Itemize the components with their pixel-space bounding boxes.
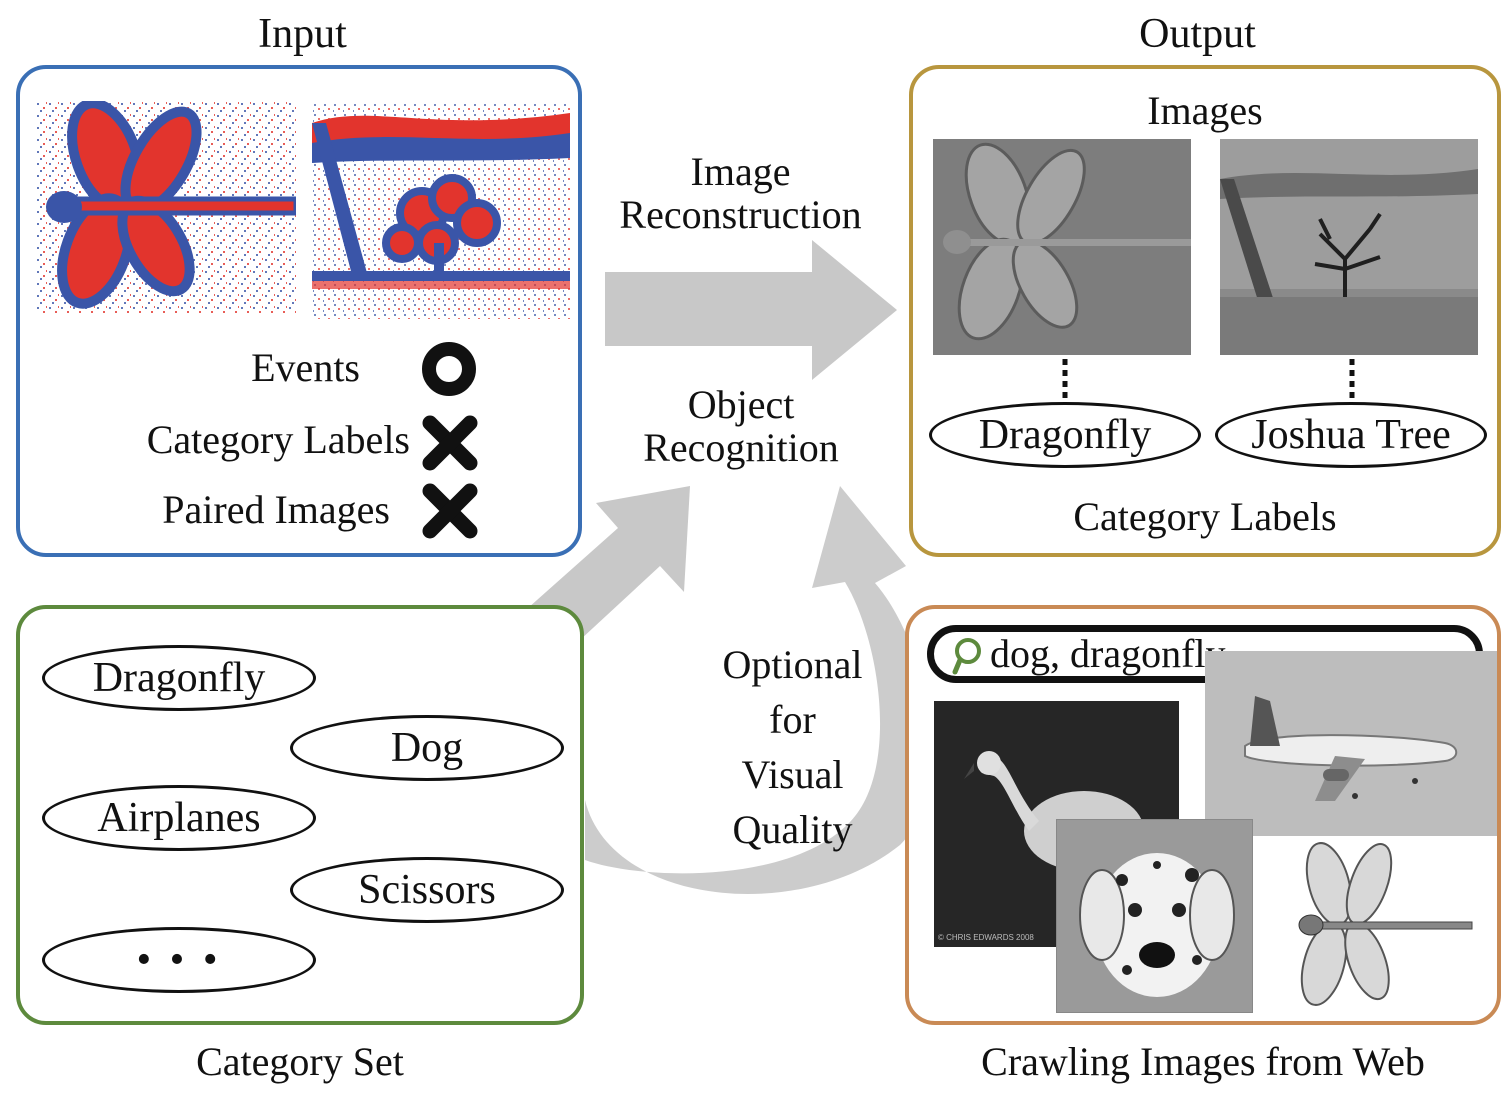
object-recognition-label: Object Recognition: [643, 382, 839, 470]
search-icon: [952, 638, 981, 675]
images-heading: Images: [1147, 88, 1263, 133]
web-crawling-panel: dog, dragonfly, ··· © CHRIS EDWARDS 2008: [905, 605, 1501, 1025]
dotted-connector: [1062, 359, 1068, 399]
reconstructed-image-dragonfly: [933, 139, 1191, 355]
web-crawling-caption: Crawling Images from Web: [981, 1039, 1425, 1084]
output-title: Output: [1139, 11, 1256, 57]
output-panel: Images Dragonfl: [909, 65, 1501, 557]
input-title: Input: [258, 11, 347, 57]
category-set-panel: Dragonfly Dog Airplanes Scissors • • •: [16, 605, 584, 1025]
web-image-dalmatian: [1056, 819, 1253, 1013]
optional-visual-quality-label: Optional for Visual Quality: [722, 642, 863, 852]
web-image-dragonfly-drawing: [1289, 839, 1479, 1011]
category-item-scissors: Scissors: [290, 857, 564, 923]
output-label-joshua-tree: Joshua Tree: [1215, 402, 1487, 468]
category-item-more: • • •: [42, 927, 316, 993]
category-item-dragonfly: Dragonfly: [42, 645, 316, 711]
event-image-dragonfly: [36, 101, 296, 313]
dotted-connector: [1349, 359, 1355, 399]
web-image-airplane: [1205, 651, 1497, 836]
cross-icon: [422, 483, 478, 539]
cross-icon: [422, 415, 478, 471]
photo-credit: © CHRIS EDWARDS 2008: [938, 933, 1034, 942]
category-labels-caption: Category Labels: [1073, 494, 1337, 539]
reconstruction-arrow: [605, 240, 897, 380]
circle-icon: [422, 342, 476, 396]
row-events-label: Events: [251, 345, 360, 390]
event-image-joshua-tree: [312, 103, 570, 319]
image-reconstruction-label: Image Reconstruction: [619, 149, 862, 237]
input-panel: Events Category Labels Paired Images: [16, 65, 582, 557]
category-item-dog: Dog: [290, 715, 564, 781]
reconstructed-image-joshua-tree: [1220, 139, 1478, 355]
row-paired-images-label: Paired Images: [162, 487, 390, 532]
output-label-dragonfly: Dragonfly: [929, 402, 1201, 468]
category-arrow: [528, 486, 690, 640]
category-item-airplanes: Airplanes: [42, 785, 316, 851]
category-set-caption: Category Set: [196, 1039, 404, 1084]
row-category-labels-label: Category Labels: [146, 417, 410, 462]
